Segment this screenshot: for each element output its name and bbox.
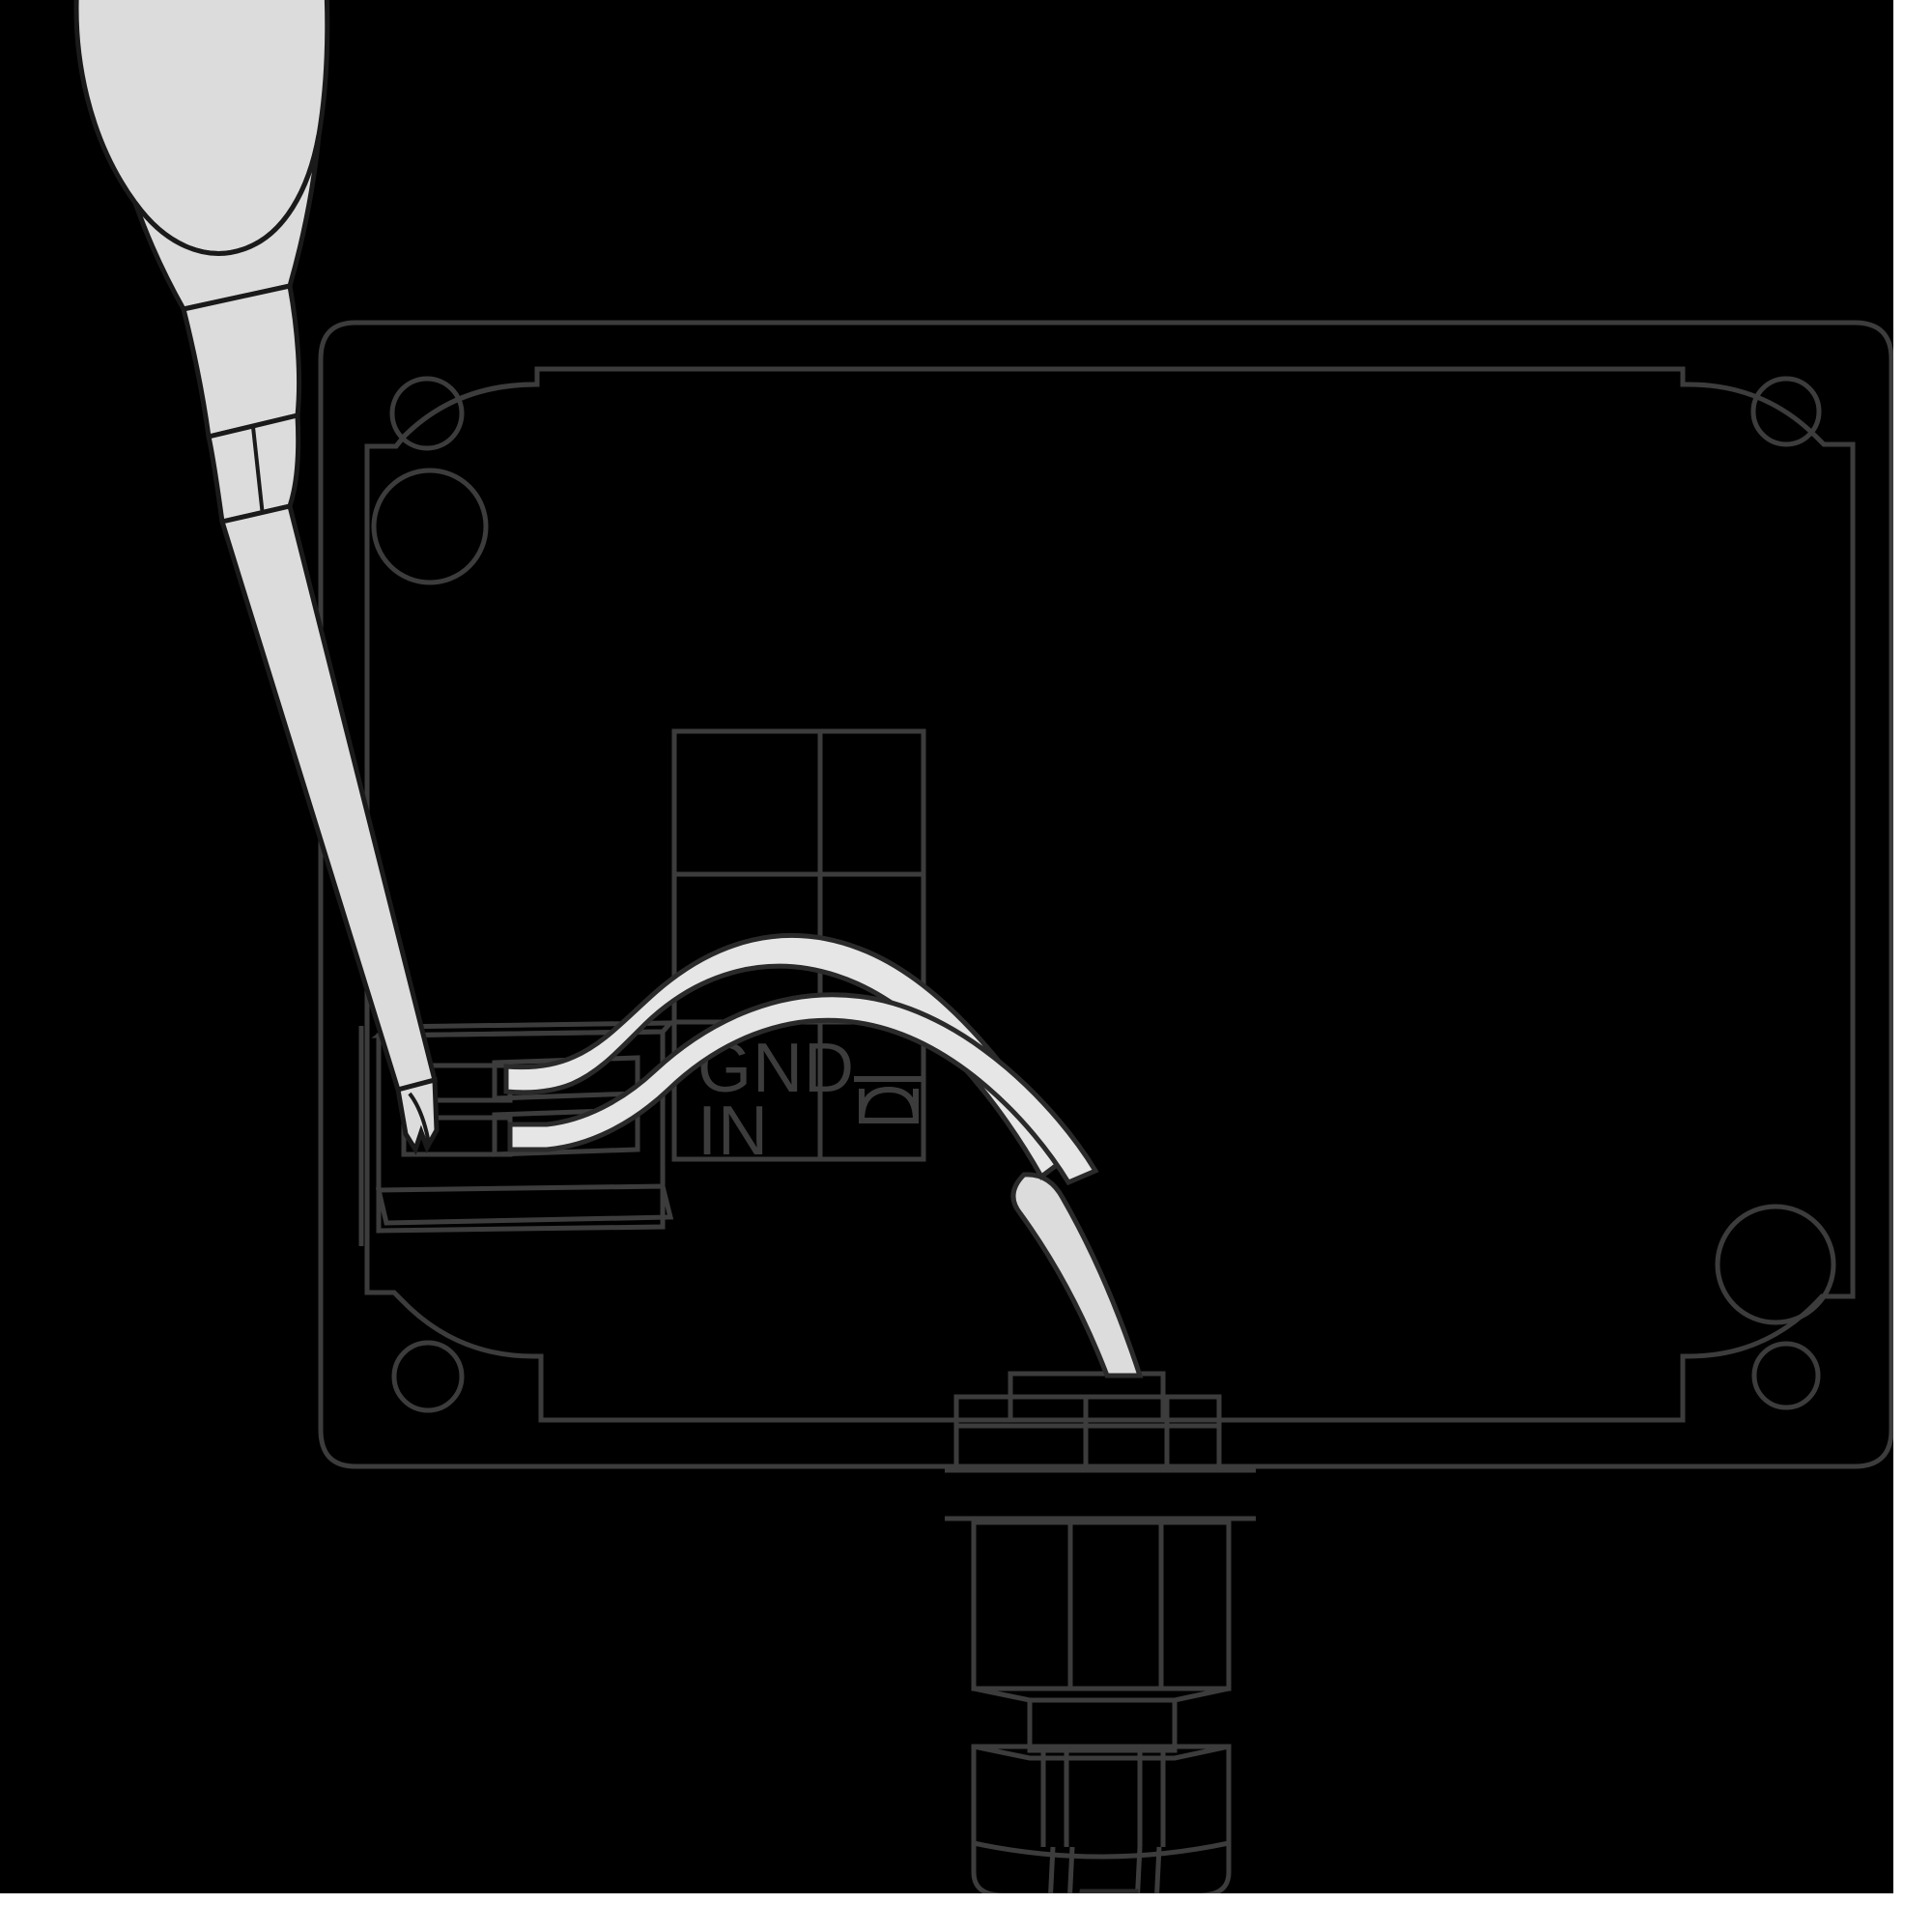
gland-neck: [1027, 1700, 1178, 1753]
gland-clamp-inner-curve: [973, 1840, 1230, 1860]
cable-jacket: [1010, 1172, 1144, 1378]
figure-background: [0, 0, 1893, 1893]
screw-hole-top-right: [1750, 376, 1822, 447]
gland-upper-nut-chamfer: [973, 1686, 1230, 1703]
screwdriver-ferrule-seam: [251, 426, 265, 517]
knockout-bottom-right: [1715, 1204, 1836, 1325]
module-outline: [671, 728, 926, 1162]
cable-exit-jacket: [1079, 1889, 1139, 1893]
junction-box-enclosure: [318, 320, 1893, 1469]
flat-blade-screwdriver[interactable]: [73, 0, 440, 1155]
gland-upper-nut: [971, 1520, 1232, 1691]
gland-threaded-nut: [974, 1522, 1229, 1692]
gland-clamp-slot-left: [1048, 1846, 1075, 1893]
screwdriver-tip-bevel: [408, 1092, 431, 1145]
gland-clamp-slot-right: [1135, 1846, 1162, 1893]
knockout-top-left: [371, 468, 489, 585]
terminal-block-base-rail: [375, 1183, 674, 1226]
output-terminal-symbol-icon: [854, 1076, 923, 1123]
screw-hole-bottom-right: [1751, 1341, 1821, 1410]
gland-clamp-nut: [971, 1744, 1232, 1893]
enclosure-outer-shell: [318, 320, 1893, 1469]
screw-hole-bottom-left: [391, 1340, 465, 1413]
screw-hole-top-left: [389, 376, 465, 451]
label-in: IN: [697, 1093, 769, 1170]
screwdriver-shaft: [218, 503, 439, 1094]
screwdriver-handle-neck: [132, 134, 322, 312]
enclosure-inner-cavity: [364, 366, 1856, 1423]
cable-gland-assembly: [945, 1371, 1256, 1893]
wire-lower-conductor: [507, 992, 1099, 1186]
screwdriver-neck-column: [180, 283, 302, 440]
pin-header-module[interactable]: GND IN: [671, 728, 926, 1170]
wire-upper-conductor: [503, 932, 1068, 1180]
gland-clamp-nut-top-edge: [973, 1744, 1230, 1761]
